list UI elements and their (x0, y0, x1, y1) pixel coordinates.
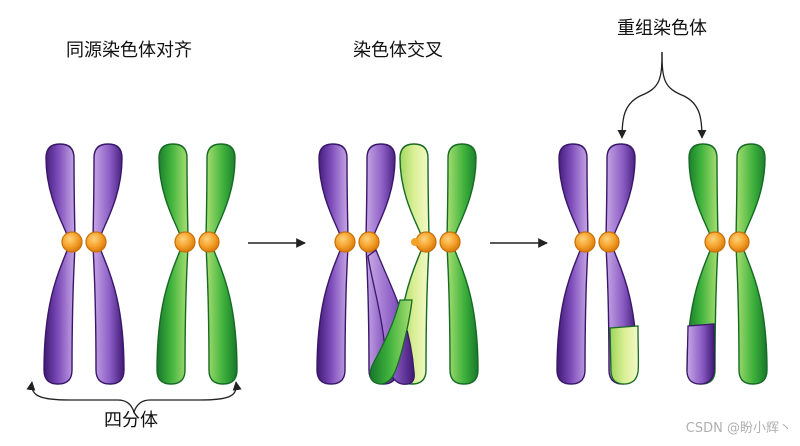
stage3-purple-chromosome-centromere-right (598, 231, 620, 253)
stage2-title: 染色体交叉 (353, 40, 443, 61)
stage1-green-chromosome-centromere-right (198, 231, 220, 253)
stage2-purple-chromosome-centromere-left (334, 231, 356, 253)
stage1-title: 同源染色体对齐 (66, 40, 192, 61)
stage1-purple-chromosome-centromere-left (61, 231, 83, 253)
tetrad-brace (26, 381, 242, 415)
stage1-green-chromosome-chromatid-right (205, 143, 238, 385)
watermark: CSDN @盼小辉丶 (685, 421, 792, 436)
recombinant-pointer-left (617, 51, 663, 139)
stage3-green-chromosome-chromatid-right (735, 143, 768, 385)
stage1-green-chromosome-centromere-left (174, 231, 196, 253)
stage2-green-chromosome-chromatid-right (446, 143, 479, 385)
tetrad-label: 四分体 (104, 410, 158, 431)
stage1-purple-chromosome-chromatid-left (43, 143, 76, 385)
stage2-crossing-green-arm (369, 299, 413, 385)
stage2-purple-chromosome-centromere-right (358, 231, 380, 253)
stage3-purple-chromosome-chromatid-left (556, 143, 589, 385)
stage1-green-chromosome-chromatid-left (156, 143, 189, 385)
stage3-title: 重组染色体 (617, 18, 707, 39)
stage3-green-chromosome-centromere-right (728, 231, 750, 253)
stage2-hidden-centromere (411, 238, 419, 246)
stage1-purple-chromosome-chromatid-right (92, 143, 125, 385)
stage3-green-chromosome-centromere-left (704, 231, 726, 253)
stage3-purple-chromosome-centromere-left (574, 231, 596, 253)
recombinant-pointer-right (661, 51, 707, 139)
stage1-purple-chromosome-centromere-right (85, 231, 107, 253)
stage2-green-chromosome-centromere-right (439, 231, 461, 253)
stage2-purple-chromosome-chromatid-left (316, 143, 349, 385)
stage3-recombinant-purple-segment (686, 323, 716, 385)
stage3-recombinant-green-segment (609, 325, 640, 385)
